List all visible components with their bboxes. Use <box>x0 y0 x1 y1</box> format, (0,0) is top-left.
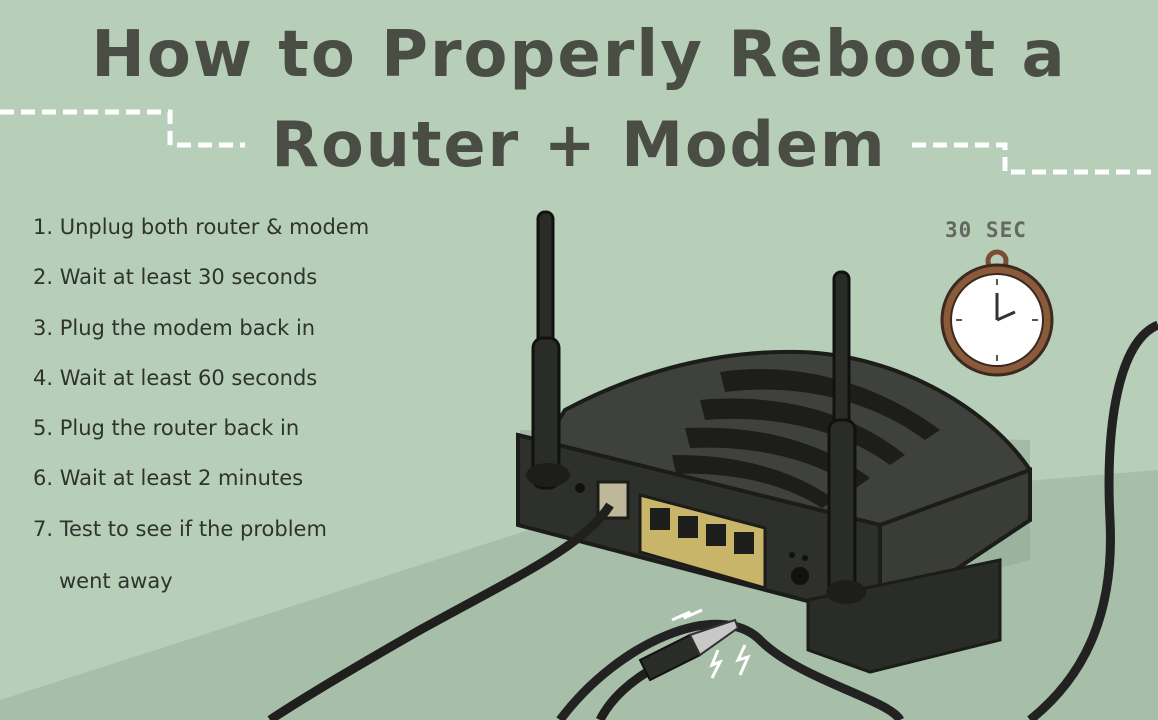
power-cable-loop <box>556 619 905 720</box>
step-text: Wait at least 2 minutes <box>59 466 304 491</box>
step-number: 5. <box>33 416 54 441</box>
step-text: Plug the modem back in <box>59 315 316 340</box>
step-number: 7. <box>33 516 54 541</box>
antenna-left <box>526 210 570 490</box>
step-item: 7. Test to see if the problem went away <box>33 510 369 593</box>
stopwatch-icon <box>940 249 1054 377</box>
step-item: 3. Plug the modem back in <box>33 309 369 359</box>
ethernet-ports <box>638 493 767 590</box>
step-text: Test to see if the problem <box>59 516 327 541</box>
timer-label: 30 SEC <box>945 218 1027 242</box>
spark-icon <box>671 608 751 679</box>
unplugged-plug-icon <box>595 618 740 720</box>
step-number: 3. <box>33 315 54 340</box>
step-text: Plug the router back in <box>59 416 300 441</box>
page-title-line-2: Router + Modem <box>271 108 887 181</box>
step-item: 1. Unplug both router & modem <box>33 208 369 258</box>
step-item: 2. Wait at least 30 seconds <box>33 258 369 308</box>
page-title-line-1: How to Properly Reboot a <box>91 18 1067 92</box>
steps-list: 1. Unplug both router & modem 2. Wait at… <box>33 208 369 593</box>
power-cable <box>1027 320 1158 720</box>
antenna-right <box>826 270 866 604</box>
step-item: 5. Plug the router back in <box>33 409 369 459</box>
modem-cable <box>267 502 614 720</box>
step-number: 2. <box>33 265 54 290</box>
step-item: 4. Wait at least 60 seconds <box>33 359 369 409</box>
step-text: Unplug both router & modem <box>59 215 370 239</box>
step-number: 6. <box>33 466 54 491</box>
step-item: 6. Wait at least 2 minutes <box>33 459 369 509</box>
step-text: Wait at least 30 seconds <box>59 265 318 290</box>
step-text-continuation: went away <box>59 568 173 593</box>
dashed-border-right <box>912 142 1158 175</box>
step-text: Wait at least 60 seconds <box>59 365 318 390</box>
step-number: 1. <box>33 215 54 239</box>
dashed-border-left <box>0 109 245 148</box>
step-number: 4. <box>33 365 54 390</box>
